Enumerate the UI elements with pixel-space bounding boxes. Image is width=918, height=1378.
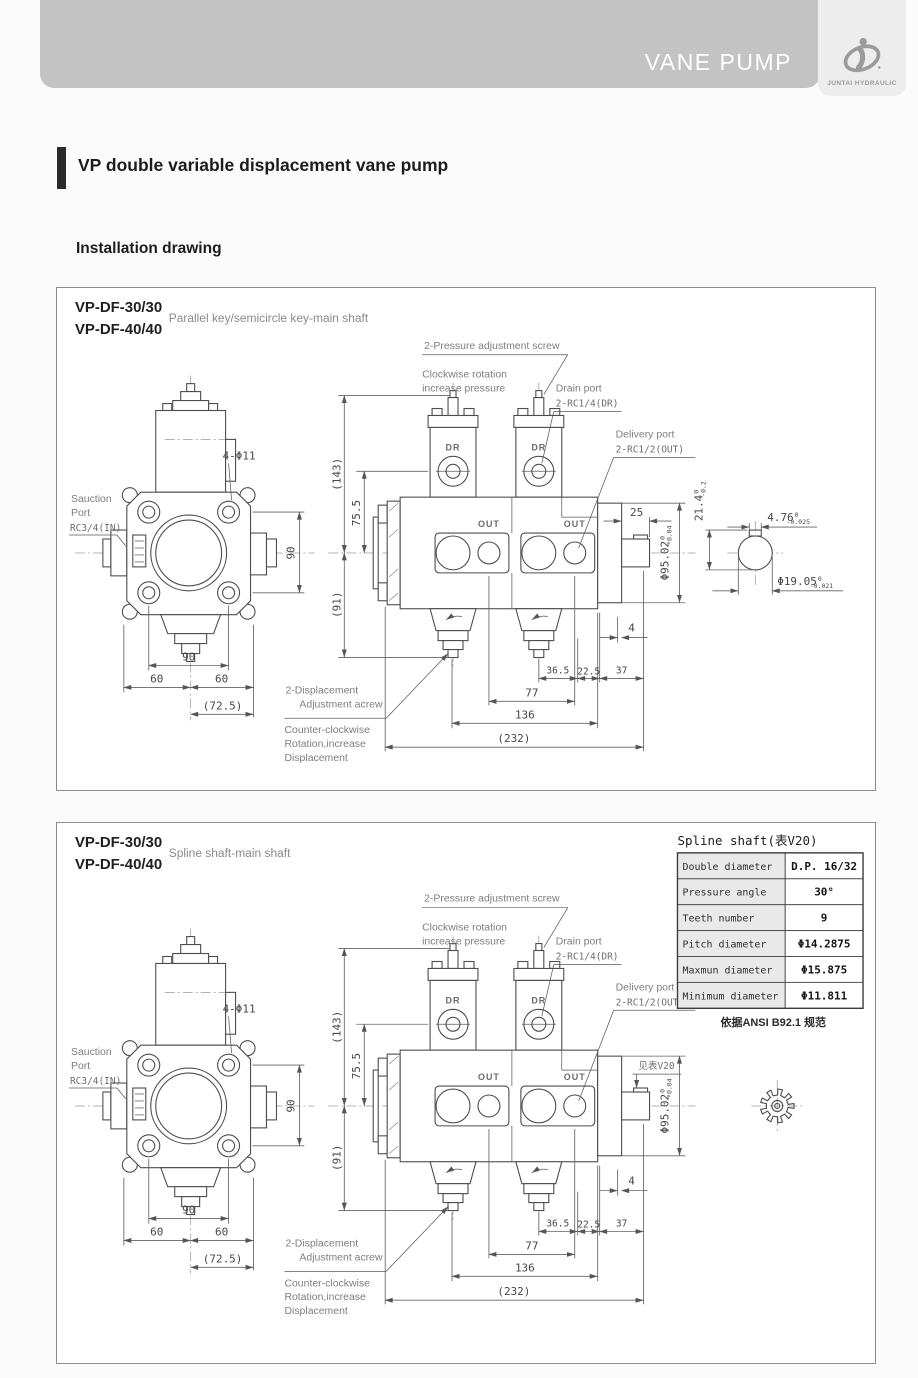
model-label-1: VP-DF-30/30 xyxy=(75,299,162,316)
see-table-callout: 见表V20 xyxy=(632,1060,682,1089)
model-label-2: VP-DF-40/40 xyxy=(75,856,162,873)
dim-phi19-05: Φ19.050-0.021 xyxy=(777,575,833,590)
installation-drawing-panel-spline-shaft: VP-DF-30/30 VP-DF-40/40 Spline shaft-mai… xyxy=(56,822,876,1364)
table-row-label: Minimum diameter xyxy=(682,991,778,1002)
model-label-2: VP-DF-40/40 xyxy=(75,321,162,338)
spline-table-title: Spline shaft(表V20) xyxy=(677,833,817,848)
dim-25: 25 xyxy=(630,506,643,519)
table-row-label: Pitch diameter xyxy=(682,940,766,951)
installation-drawing-panel-parallel-key: VP-DF-30/30 VP-DF-40/40 Parallel key/sem… xyxy=(56,287,876,791)
section-title-marker xyxy=(57,147,66,189)
product-line-title: VANE PUMP xyxy=(644,49,792,75)
table-row-value: 9 xyxy=(821,912,828,925)
shaft-length-dim: 25 xyxy=(603,506,672,538)
brand-logo-icon xyxy=(843,37,881,73)
table-row-value: 30° xyxy=(814,886,834,899)
dim-4-76: 4.760-0.025 xyxy=(767,511,810,526)
brand-logo-box: JUNTAI HYDRAULIC xyxy=(818,0,906,96)
table-row-label: Maxmun diameter xyxy=(682,965,772,976)
installation-drawing-1: VP-DF-30/30 VP-DF-40/40 Parallel key/sem… xyxy=(57,299,844,790)
table-row-label: Teeth number xyxy=(682,914,754,925)
table-row-label: Pressure angle xyxy=(682,888,766,899)
shaft-type-label: Spline shaft-main shaft xyxy=(169,846,291,860)
model-label-1: VP-DF-30/30 xyxy=(75,834,162,851)
ansi-standard-note: 依据ANSI B92.1 规范 xyxy=(721,1015,826,1029)
table-row-value: Φ15.875 xyxy=(801,963,847,976)
spline-shaft-section-icon xyxy=(751,1080,804,1132)
table-row-value: Φ14.2875 xyxy=(798,938,851,951)
spline-shaft-table: Spline shaft(表V20) Double diameter D.P. … xyxy=(676,833,864,1029)
brand-name: JUNTAI HYDRAULIC xyxy=(827,80,897,87)
table-row-value: D.P. 16/32 xyxy=(791,860,857,873)
shaft-type-label: Parallel key/semicircle key-main shaft xyxy=(169,311,369,325)
installation-drawing-2: VP-DF-30/30 VP-DF-40/40 Spline shaft-mai… xyxy=(57,833,864,1363)
shaft-key xyxy=(748,529,762,537)
header-bar: VANE PUMP xyxy=(40,0,820,88)
section-title: VP double variable displacement vane pum… xyxy=(78,155,449,175)
see-table-label: 见表V20 xyxy=(638,1060,674,1072)
key-shaft-section: 21.40-0.2 4.760-0.025 Φ19.050-0.021 xyxy=(692,481,844,595)
table-row-label: Double diameter xyxy=(682,862,772,873)
dim-21-4: 21.40-0.2 xyxy=(692,481,707,521)
table-row-value: Φ11.811 xyxy=(801,989,848,1002)
subsection-title: Installation drawing xyxy=(76,240,222,257)
